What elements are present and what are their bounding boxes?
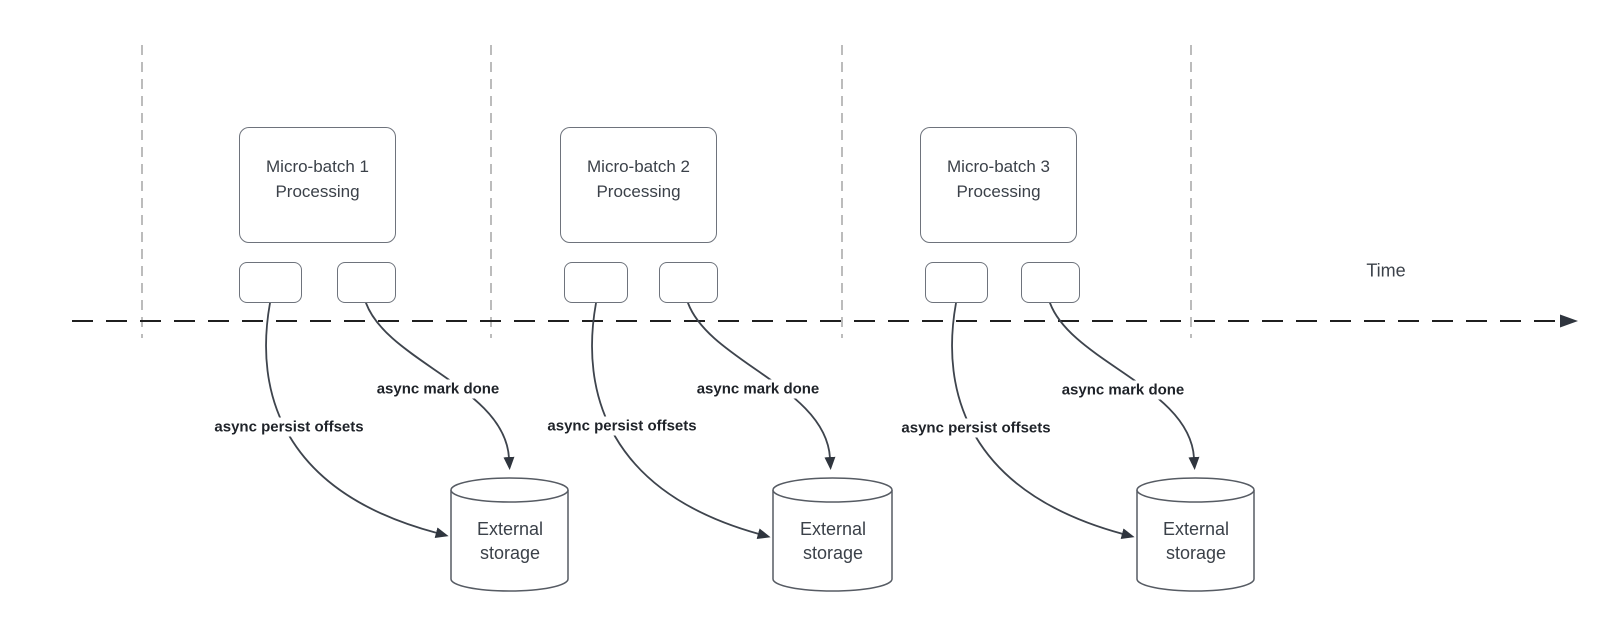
micro-batch-1-box-label: Micro-batch 1 Processing: [266, 157, 369, 201]
cylinder-top: [450, 477, 569, 503]
storage-cylinder-3: [1136, 477, 1255, 592]
mark-done-label-2: async mark done: [693, 379, 823, 399]
cylinder-body: [450, 490, 569, 592]
micro-batch-2-box-label: Micro-batch 2 Processing: [587, 157, 690, 201]
mark-done-label-1: async mark done: [373, 379, 503, 399]
mark-done-node-3: [1021, 262, 1080, 303]
mark-done-arrow-1: [365, 302, 515, 470]
persist-offsets-node-2: [564, 262, 628, 303]
mark-done-node-1: [337, 262, 396, 303]
persist-offsets-arrow-2: [591, 302, 771, 540]
storage-cylinder-1: [450, 477, 569, 592]
cylinder-body: [1136, 490, 1255, 592]
external-storage-label-3: External storage: [1162, 519, 1230, 563]
external-storage-label-2: External storage: [799, 519, 867, 563]
micro-batch-2-box: Micro-batch 2 Processing: [560, 127, 717, 243]
mark-done-arrow-3: [1049, 302, 1200, 470]
persist-offsets-label-1: async persist offsets: [211, 417, 367, 437]
time-axis-label: Time: [1366, 260, 1406, 281]
cylinder-top: [1136, 477, 1255, 503]
micro-batch-1-box: Micro-batch 1 Processing: [239, 127, 396, 243]
storage-cylinder-2: [772, 477, 893, 592]
mark-done-node-2: [659, 262, 718, 303]
external-storage-label-1: External storage: [476, 519, 544, 563]
micro-batch-3-box: Micro-batch 3 Processing: [920, 127, 1077, 243]
persist-offsets-node-1: [239, 262, 302, 303]
persist-offsets-label-3: async persist offsets: [898, 418, 1054, 438]
persist-offsets-node-3: [925, 262, 988, 303]
mark-done-label-3: async mark done: [1058, 380, 1188, 400]
persist-offsets-label-2: async persist offsets: [544, 416, 700, 436]
mark-done-arrow-2: [687, 302, 836, 470]
cylinder-top: [772, 477, 893, 503]
cylinder-body: [772, 490, 893, 592]
micro-batch-3-box-label: Micro-batch 3 Processing: [947, 157, 1050, 201]
